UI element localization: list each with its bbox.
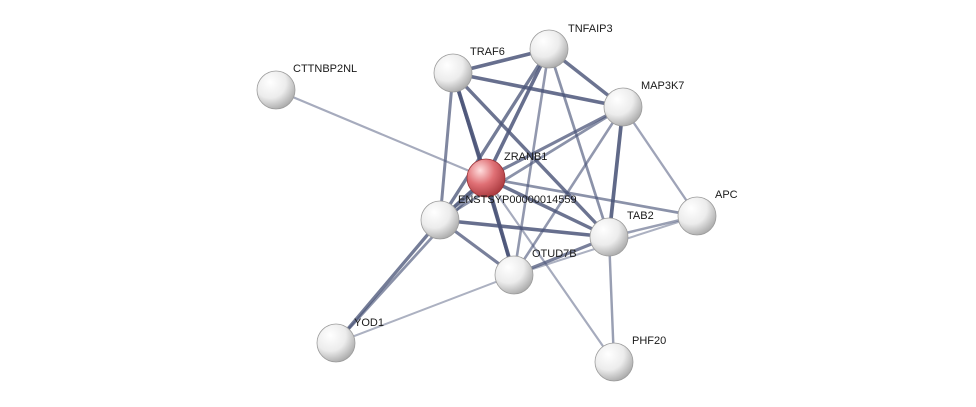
node-sphere-otud7b[interactable] (494, 255, 534, 295)
node-sphere-zranb1[interactable] (466, 158, 506, 198)
edge-zranb1-tnfaip3 (484, 47, 551, 180)
node-label-enstsyp00000014559: ENSTSYP00000014559 (458, 194, 577, 206)
node-tab2[interactable]: TAB2 (589, 210, 654, 257)
node-label-yod1: YOD1 (354, 317, 384, 329)
node-sphere-enstsyp00000014559[interactable] (420, 200, 460, 240)
node-map3k7[interactable]: MAP3K7 (603, 80, 684, 127)
edge-traf6-tab2 (451, 71, 611, 239)
edge-tnfaip3-enstsyp00000014559 (438, 47, 551, 222)
node-cttnbp2nl[interactable]: CTTNBP2NL (256, 63, 357, 110)
node-zranb1[interactable]: ZRANB1 (466, 151, 547, 198)
node-label-tnfaip3: TNFAIP3 (568, 23, 613, 35)
node-sphere-map3k7[interactable] (603, 87, 643, 127)
node-label-otud7b: OTUD7B (532, 248, 577, 260)
node-label-cttnbp2nl: CTTNBP2NL (293, 63, 357, 75)
edge-zranb1-cttnbp2nl (274, 88, 488, 180)
node-sphere-phf20[interactable] (594, 342, 634, 382)
node-enstsyp00000014559[interactable]: ENSTSYP00000014559 (420, 194, 577, 240)
edge-otud7b-yod1 (334, 273, 516, 345)
edge-traf6-enstsyp00000014559 (438, 71, 455, 222)
node-sphere-traf6[interactable] (433, 53, 473, 93)
edge-traf6-map3k7 (451, 71, 625, 109)
edge-zranb1-apc (484, 176, 699, 218)
node-label-map3k7: MAP3K7 (641, 80, 684, 92)
edge-zranb1-phf20 (484, 176, 616, 364)
node-apc[interactable]: APC (677, 189, 738, 236)
node-sphere-cttnbp2nl[interactable] (256, 70, 296, 110)
node-label-phf20: PHF20 (632, 335, 666, 347)
edge-zranb1-tab2 (484, 176, 611, 239)
edge-map3k7-apc (621, 105, 699, 218)
edge-zranb1-map3k7 (484, 105, 625, 180)
edge-map3k7-otud7b (512, 105, 625, 277)
node-tnfaip3[interactable]: TNFAIP3 (529, 23, 613, 69)
node-traf6[interactable]: TRAF6 (433, 46, 505, 93)
node-sphere-yod1[interactable] (316, 323, 356, 363)
node-phf20[interactable]: PHF20 (594, 335, 666, 382)
node-otud7b[interactable]: OTUD7B (494, 248, 577, 295)
node-label-tab2: TAB2 (627, 210, 654, 222)
node-label-traf6: TRAF6 (470, 46, 505, 58)
edge-map3k7-enstsyp00000014559 (438, 105, 625, 222)
edge-enstsyp00000014559-tab2 (438, 218, 611, 239)
node-label-apc: APC (715, 189, 738, 201)
edge-map3k7-tab2 (607, 105, 625, 239)
edge-tab2-phf20 (607, 235, 616, 364)
edge-tnfaip3-tab2 (547, 47, 611, 239)
node-sphere-apc[interactable] (677, 196, 717, 236)
edge-zranb1-yod1 (334, 176, 488, 345)
node-sphere-tab2[interactable] (589, 217, 629, 257)
node-label-zranb1: ZRANB1 (504, 151, 547, 163)
node-sphere-tnfaip3[interactable] (529, 29, 569, 69)
node-yod1[interactable]: YOD1 (316, 317, 384, 363)
